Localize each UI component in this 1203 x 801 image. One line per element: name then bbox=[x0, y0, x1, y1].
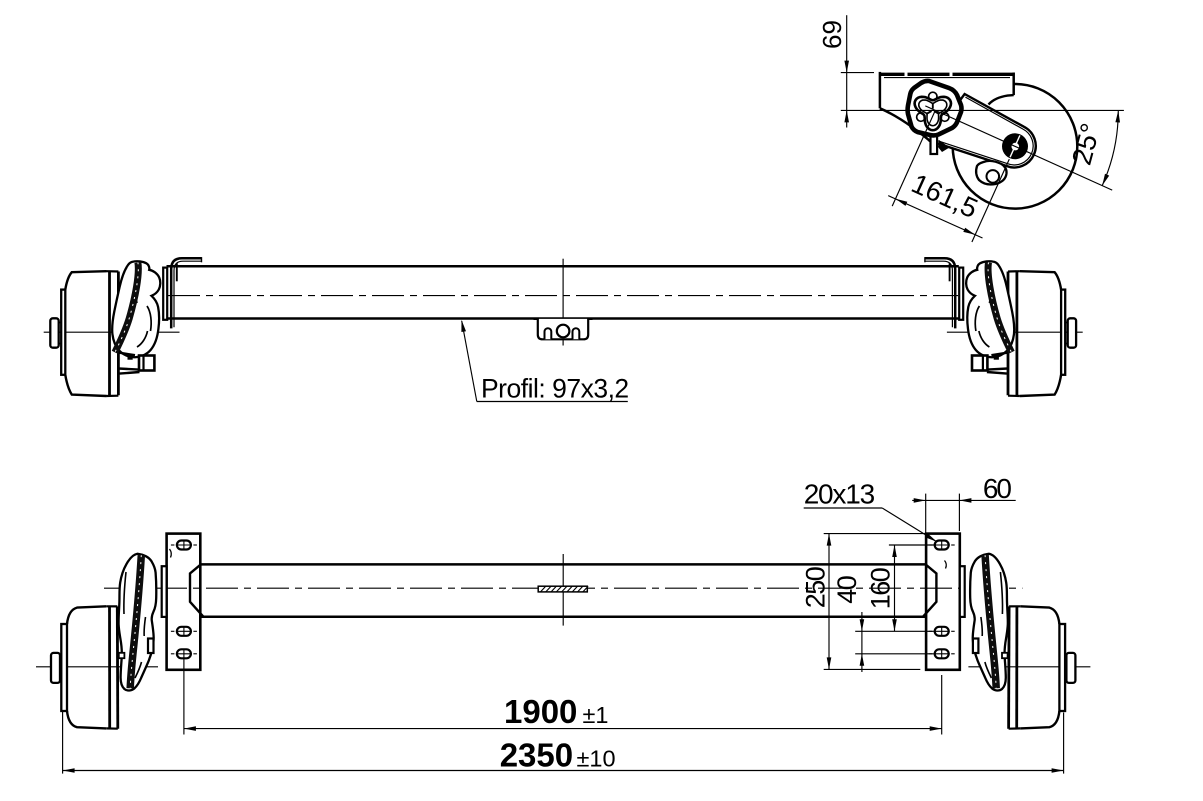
svg-text:250: 250 bbox=[800, 567, 830, 608]
svg-text:160: 160 bbox=[866, 568, 896, 609]
svg-text:±1: ±1 bbox=[583, 702, 609, 728]
svg-text:40: 40 bbox=[832, 576, 862, 604]
svg-text:1900: 1900 bbox=[504, 693, 577, 730]
svg-text:2350: 2350 bbox=[500, 736, 573, 773]
svg-text:±10: ±10 bbox=[577, 745, 616, 771]
svg-text:60: 60 bbox=[983, 473, 1012, 504]
svg-text:Profil: 97x3,2: Profil: 97x3,2 bbox=[481, 373, 629, 403]
svg-text:20x13: 20x13 bbox=[804, 478, 875, 509]
svg-text:69: 69 bbox=[817, 20, 847, 49]
